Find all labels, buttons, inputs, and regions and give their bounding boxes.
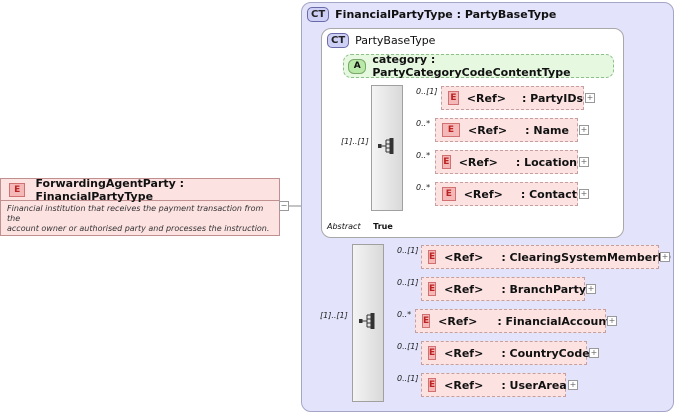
ref-label: <Ref>	[444, 346, 484, 360]
plus-icon[interactable]: +	[660, 252, 670, 262]
attribute-icon: A	[348, 58, 367, 74]
plus-icon[interactable]: +	[586, 284, 596, 294]
outer-type-header: CT FinancialPartyType : PartyBaseType	[307, 7, 556, 22]
cardinality-label: 0..[1]	[416, 87, 438, 96]
cardinality-label: 0..*	[416, 151, 431, 160]
element-icon: E	[428, 282, 437, 296]
ref-label: <Ref>	[463, 187, 503, 201]
complex-type-icon: CT	[327, 33, 350, 48]
element-name: : ClearingSystemMemberID	[501, 250, 671, 264]
element-country-code[interactable]: E <Ref> : CountryCode	[421, 341, 590, 365]
element-financial-account[interactable]: E <Ref> : FinancialAccount	[415, 309, 611, 333]
sequence-icon	[378, 138, 394, 154]
element-name: : Location	[515, 155, 577, 169]
plus-icon[interactable]: +	[607, 316, 617, 326]
element-icon: E	[9, 182, 26, 197]
outer-type-title: FinancialPartyType : PartyBaseType	[335, 8, 557, 21]
ref-label: <Ref>	[444, 250, 484, 264]
element-name: : FinancialAccount	[497, 314, 612, 328]
ref-label: <Ref>	[444, 282, 484, 296]
element-clearing-system-member-id[interactable]: E <Ref> : ClearingSystemMemberID	[421, 245, 671, 269]
cardinality-label: 0..*	[416, 183, 431, 192]
element-party-ids[interactable]: E <Ref> : PartyIDs	[441, 86, 584, 110]
plus-icon[interactable]: +	[568, 380, 578, 390]
main-element-header: E ForwardingAgentParty : FinancialPartyT…	[1, 176, 279, 203]
element-icon: E	[428, 250, 437, 264]
element-name: : Contact	[520, 187, 577, 201]
element-icon: E	[442, 187, 456, 201]
plus-icon[interactable]: +	[579, 125, 589, 135]
plus-icon[interactable]: +	[589, 348, 599, 358]
plus-icon[interactable]: +	[585, 93, 595, 103]
inner-sequence-cardinality: [1]..[1]	[341, 137, 369, 146]
inner-type-header: CT PartyBaseType	[327, 33, 435, 48]
element-name: : Name	[525, 123, 569, 137]
abstract-row: Abstract True	[327, 222, 393, 231]
cardinality-label: 0..[1]	[397, 246, 419, 255]
element-icon: E	[428, 378, 437, 392]
cardinality-label: 0..[1]	[397, 342, 419, 351]
element-name: : CountryCode	[501, 346, 590, 360]
element-contact[interactable]: E <Ref> : Contact	[435, 182, 578, 206]
ref-label: <Ref>	[468, 123, 508, 137]
element-name: : PartyIDs	[521, 91, 583, 105]
element-location[interactable]: E <Ref> : Location	[435, 150, 578, 174]
abstract-value: True	[373, 222, 393, 231]
ref-label: <Ref>	[458, 155, 498, 169]
main-element-documentation: Financial institution that receives the …	[1, 201, 279, 234]
cardinality-label: 0..[1]	[397, 278, 419, 287]
ref-label: <Ref>	[466, 91, 506, 105]
ref-label: <Ref>	[444, 378, 484, 392]
element-icon: E	[448, 91, 459, 105]
forwarding-agent-party-element[interactable]: E ForwardingAgentParty : FinancialPartyT…	[0, 176, 280, 236]
element-name: : UserArea	[501, 378, 567, 392]
element-icon: E	[428, 346, 437, 360]
element-name: : BranchParty	[501, 282, 586, 296]
element-icon: E	[442, 155, 451, 169]
cardinality-label: 0..*	[416, 119, 431, 128]
cardinality-label: 0..*	[397, 310, 412, 319]
element-icon: E	[422, 314, 431, 328]
minus-icon[interactable]: −	[279, 201, 289, 211]
sequence-icon	[359, 313, 375, 329]
plus-icon[interactable]: +	[579, 157, 589, 167]
element-name-ref[interactable]: E <Ref> : Name	[435, 118, 578, 142]
outer-sequence-cardinality: [1]..[1]	[320, 311, 348, 320]
plus-icon[interactable]: +	[579, 189, 589, 199]
ref-label: <Ref>	[438, 314, 478, 328]
documentation-line: account owner or authorised party and pr…	[7, 224, 270, 233]
element-branch-party[interactable]: E <Ref> : BranchParty	[421, 277, 586, 301]
cardinality-label: 0..[1]	[397, 374, 419, 383]
abstract-label: Abstract	[327, 222, 361, 231]
main-element-title: ForwardingAgentParty : FinancialPartyTyp…	[35, 176, 185, 203]
inner-type-title: PartyBaseType	[355, 34, 436, 47]
attribute-label: category : PartyCategoryCodeContentType	[372, 53, 571, 79]
element-user-area[interactable]: E <Ref> : UserArea	[421, 373, 567, 397]
element-icon: E	[442, 123, 460, 137]
attribute-category[interactable]: A category : PartyCategoryCodeContentTyp…	[343, 53, 614, 79]
documentation-line: Financial institution that receives the …	[7, 204, 264, 223]
complex-type-icon: CT	[307, 7, 330, 22]
